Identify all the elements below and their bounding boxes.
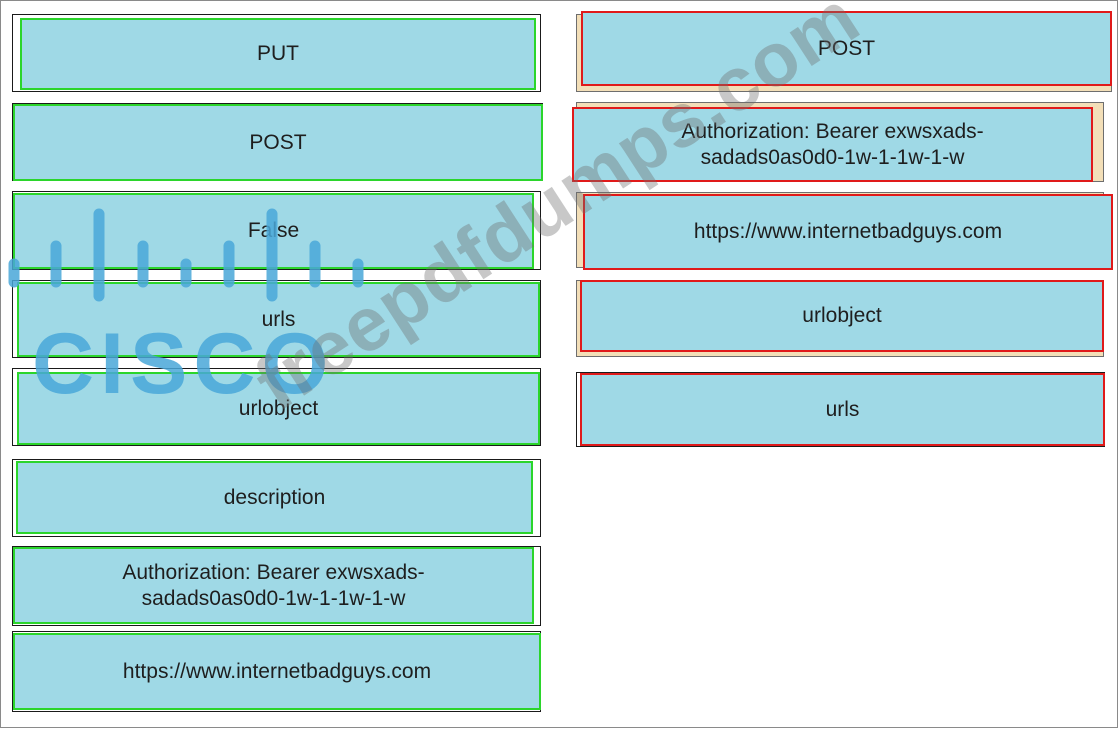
- left-option-url[interactable]: https://www.internetbadguys.com: [12, 631, 541, 712]
- right-answer-label: Authorization: Bearer exwsxads- sadads0a…: [572, 107, 1093, 182]
- right-answer-label: urls: [580, 373, 1105, 446]
- right-answer-label: https://www.internetbadguys.com: [583, 194, 1113, 270]
- left-option-label: False: [13, 193, 534, 269]
- left-option-label: POST: [13, 104, 543, 181]
- left-option-label: Authorization: Bearer exwsxads- sadads0a…: [13, 547, 534, 624]
- right-answer-label: urlobject: [580, 280, 1104, 352]
- left-option-label: description: [16, 461, 533, 534]
- right-answer-url[interactable]: https://www.internetbadguys.com: [583, 194, 1113, 270]
- left-option-label: urls: [17, 282, 540, 357]
- left-option-description[interactable]: description: [12, 459, 541, 537]
- right-answer-authorization[interactable]: Authorization: Bearer exwsxads- sadads0a…: [572, 107, 1093, 182]
- right-answer-label: POST: [581, 11, 1112, 86]
- left-option-false[interactable]: False: [12, 191, 541, 270]
- left-option-post[interactable]: POST: [12, 103, 543, 181]
- left-option-authorization[interactable]: Authorization: Bearer exwsxads- sadads0a…: [12, 546, 541, 626]
- left-option-label: PUT: [20, 18, 536, 90]
- left-option-label: urlobject: [17, 372, 540, 445]
- left-option-put[interactable]: PUT: [12, 14, 541, 92]
- right-answer-urls[interactable]: urls: [576, 372, 1105, 447]
- right-answer-post[interactable]: POST: [581, 11, 1112, 86]
- left-option-label: https://www.internetbadguys.com: [13, 633, 541, 710]
- left-option-urls[interactable]: urls: [12, 280, 541, 358]
- left-option-urlobject[interactable]: urlobject: [12, 368, 541, 446]
- right-answer-urlobject[interactable]: urlobject: [580, 280, 1104, 352]
